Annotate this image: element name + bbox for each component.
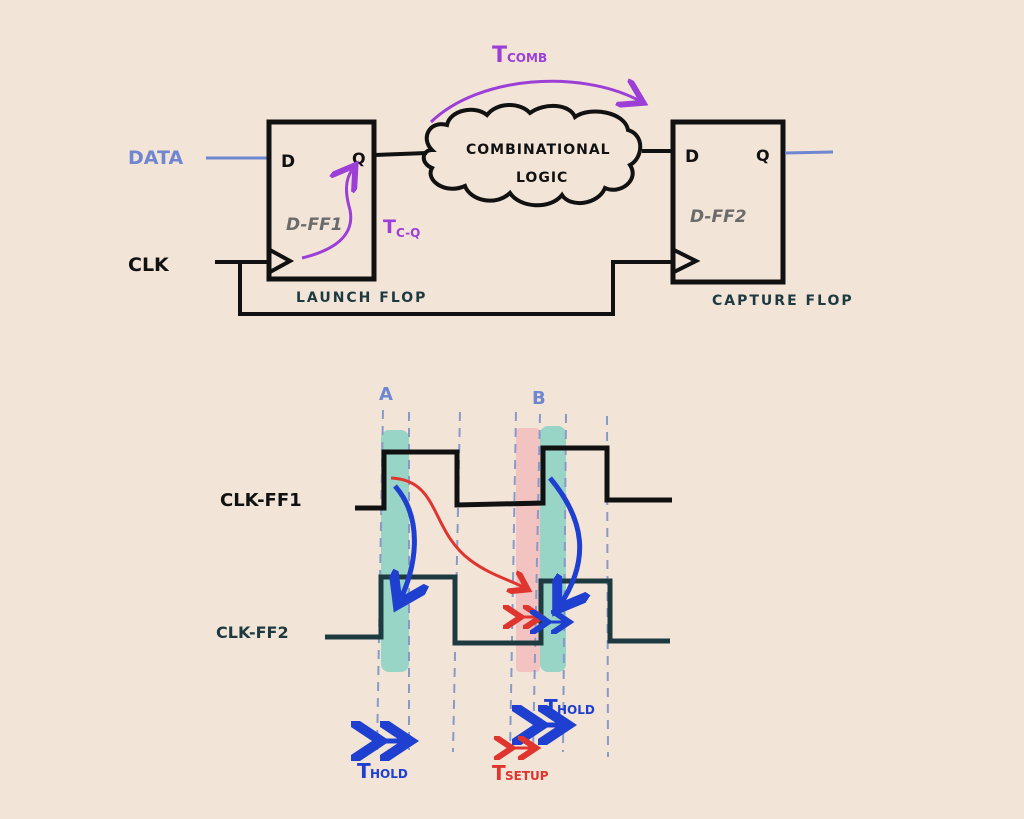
guide-line [562,413,567,753]
guide-line [532,413,541,753]
setup-label-sub: SETUP [505,769,549,783]
hold-b-label-sub: HOLD [557,703,595,717]
clk-ff1-label: CLK-FF1 [220,490,302,511]
ff1-caption: LAUNCH FLOP [296,290,427,306]
hold-path-arrow-a [395,484,414,600]
edge-b-label: B [532,388,546,409]
data-input-label: DATA [128,147,183,169]
tcomb-arrow [429,81,638,124]
logic-label-line2: LOGIC [516,170,568,186]
ff2-d-pin: D [685,147,699,167]
launch-flop: D Q D-FF1 LAUNCH FLOP [266,119,427,306]
ff2-q-pin: Q [756,146,770,165]
clk-wire-ff2 [238,260,672,316]
ff2-name: D-FF2 [690,207,747,227]
clk-ff2-waveform [325,574,670,646]
edge-a-label: A [379,384,393,405]
tcq-label-main: T [383,216,396,238]
tcq-arrow [301,170,352,260]
hold-path-arrow-b [548,476,580,605]
combinational-logic-cloud [421,103,643,208]
ff1-d-pin: D [281,152,295,172]
ff1-name: D-FF1 [286,215,343,235]
clk-input-label: CLK [128,254,170,276]
ff2-box [670,119,786,285]
ff1-q-pin: Q [352,149,366,168]
ff1-box [266,119,377,282]
circuit-section: DATA D Q D-FF1 LAUNCH FLOP T C-Q CLK COM… [128,43,854,316]
hold-a-label-main: T [357,759,371,783]
setup-path-arrow [390,476,525,588]
ff2-q-output-wire [784,150,834,155]
logic-label-line1: COMBINATIONAL [466,142,611,158]
ff2-clock-triangle [673,248,701,274]
clk-ff2-label: CLK-FF2 [216,623,289,642]
tcq-label-sub: C-Q [396,226,420,240]
clk-ff1-waveform [355,445,672,511]
ff1-clock-triangle [269,248,295,274]
tcomb-label-main: T [492,43,507,68]
hold-b-label-main: T [544,695,558,719]
hold-a-label-sub: HOLD [370,767,408,781]
capture-flop: D Q D-FF2 CAPTURE FLOP [670,119,854,309]
guide-line [509,411,517,753]
setup-label-main: T [492,761,506,785]
tcomb-label-sub: COMB [507,51,547,65]
ff2-caption: CAPTURE FLOP [712,293,854,309]
timing-section: A B CLK-FF1 CLK-FF2 T HOLD T HOLD T SETU… [216,384,672,785]
ff1-q-wire [373,151,428,157]
